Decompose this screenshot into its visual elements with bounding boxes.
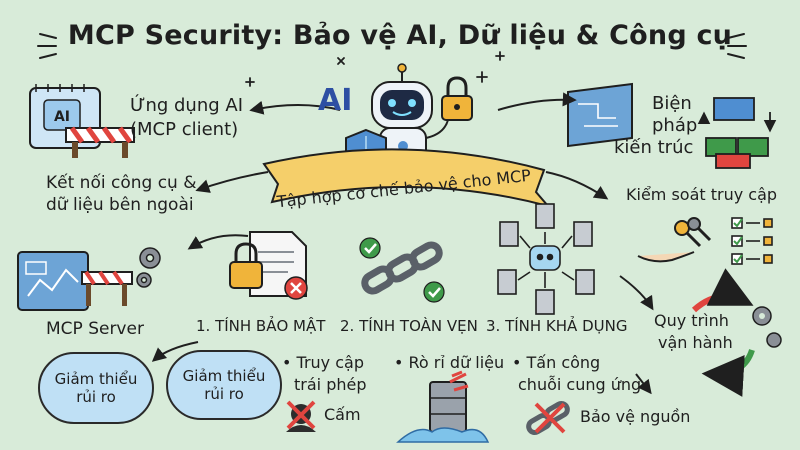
process-label-line2: vận hành — [658, 333, 733, 352]
arch-label-line1: Biện — [652, 93, 692, 114]
reduce-risk-2-line2: rủi ro — [204, 385, 244, 403]
reduce-risk-bubble-2: Giảm thiểu rủi ro — [166, 350, 282, 420]
reduce-risk-bubble-1: Giảm thiểu rủi ro — [38, 352, 154, 424]
building-blocks-icon — [697, 97, 777, 169]
sparkle-doodles — [245, 51, 505, 87]
gears-icon-server — [136, 247, 161, 288]
ai-app-label-line2: (MCP client) — [130, 119, 239, 140]
ai-app-label-line1: Ứng dụng AI — [130, 95, 244, 116]
ai-label: AI — [318, 83, 353, 118]
connect-label-line2: dữ liệu bên ngoài — [46, 195, 194, 215]
supply-chain-line2: chuỗi cung ứng — [518, 375, 642, 394]
unauthorized-access-line1: • Truy cập — [282, 353, 364, 372]
connector-arrows — [151, 92, 654, 395]
pillar-confidentiality: 1. TÍNH BẢO MẬT — [196, 317, 326, 335]
barrier-icon-top — [65, 126, 135, 158]
process-cycle-icon — [691, 268, 782, 397]
process-label-line1: Quy trình — [654, 311, 729, 330]
pillar-integrity: 2. TÍNH TOÀN VẸN — [340, 317, 478, 335]
data-leak-label: • Rò rỉ dữ liệu — [394, 353, 505, 372]
check-icons-integrity — [359, 237, 445, 303]
access-control-label: Kiểm soát truy cập — [626, 185, 778, 204]
chain-icon — [361, 241, 443, 295]
ai-window-icon: AI — [29, 84, 101, 149]
svg-text:AI: AI — [54, 109, 70, 125]
blueprint-icon-right — [567, 82, 633, 148]
mcp-server-label: MCP Server — [46, 319, 144, 339]
server-blueprint-icon — [17, 251, 89, 311]
barrier-icon-server — [81, 270, 133, 306]
leaking-cabinet-icon — [396, 370, 490, 443]
title-doodles — [37, 33, 747, 59]
lock-icon-robot — [441, 76, 473, 121]
connect-label-line1: Kết nối công cụ & — [46, 173, 197, 193]
hacker-forbidden-icon — [286, 400, 316, 432]
server-network-icon — [497, 203, 595, 315]
checklist-icon — [731, 217, 773, 265]
arch-label-line3: kiến trúc — [614, 137, 694, 158]
page-title: MCP Security: Bảo vệ AI, Dữ liệu & Công … — [67, 20, 733, 51]
pillar-availability: 3. TÍNH KHẢ DỤNG — [486, 317, 628, 335]
protect-source-label: Bảo vệ nguồn — [580, 407, 691, 426]
reduce-risk-2-line1: Giảm thiểu — [182, 367, 266, 385]
supply-chain-line1: • Tấn công — [512, 353, 601, 372]
reduce-risk-1-line2: rủi ro — [76, 388, 116, 406]
broken-chain-icon — [526, 401, 570, 435]
reduce-risk-1-line1: Giảm thiểu — [54, 370, 138, 388]
arch-label-line2: pháp — [652, 115, 698, 136]
unauthorized-access-line2: trái phép — [294, 375, 367, 394]
forbidden-label: Cấm — [324, 405, 361, 424]
hand-keys-icon — [637, 217, 712, 263]
document-lock-icon — [229, 231, 308, 300]
